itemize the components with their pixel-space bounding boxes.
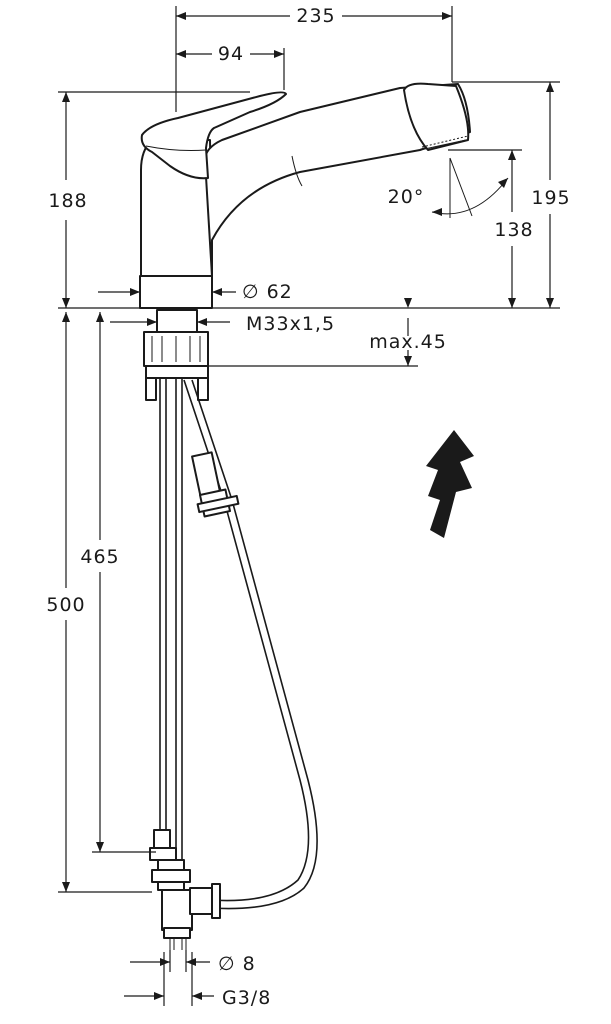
label-connection-thread: G3/8 (222, 987, 271, 1009)
label-overall-reach: 235 (296, 5, 335, 27)
label-swivel-angle: 20° (388, 186, 425, 208)
label-pipe-diameter: ∅ 8 (218, 953, 256, 975)
label-handle-offset: 94 (218, 43, 244, 65)
dimension-labels: 235 94 188 195 138 20° ∅ 62 M33x1,5 max.… (46, 5, 570, 1009)
label-overall-height: 195 (531, 187, 570, 209)
label-hose-length-inner: 465 (80, 546, 119, 568)
mounting-assembly (143, 309, 209, 401)
label-thread: M33x1,5 (246, 313, 335, 335)
supply-lines (149, 378, 318, 950)
label-deck-thickness: max.45 (369, 331, 447, 353)
label-body-height: 188 (48, 190, 87, 212)
lightning-bolt-icon (426, 430, 474, 538)
label-body-diameter: ∅ 62 (242, 281, 293, 303)
label-hose-length-outer: 500 (46, 594, 85, 616)
dimension-arrowheads (62, 12, 554, 1000)
faucet-body (139, 82, 471, 309)
label-spout-height: 138 (494, 219, 533, 241)
